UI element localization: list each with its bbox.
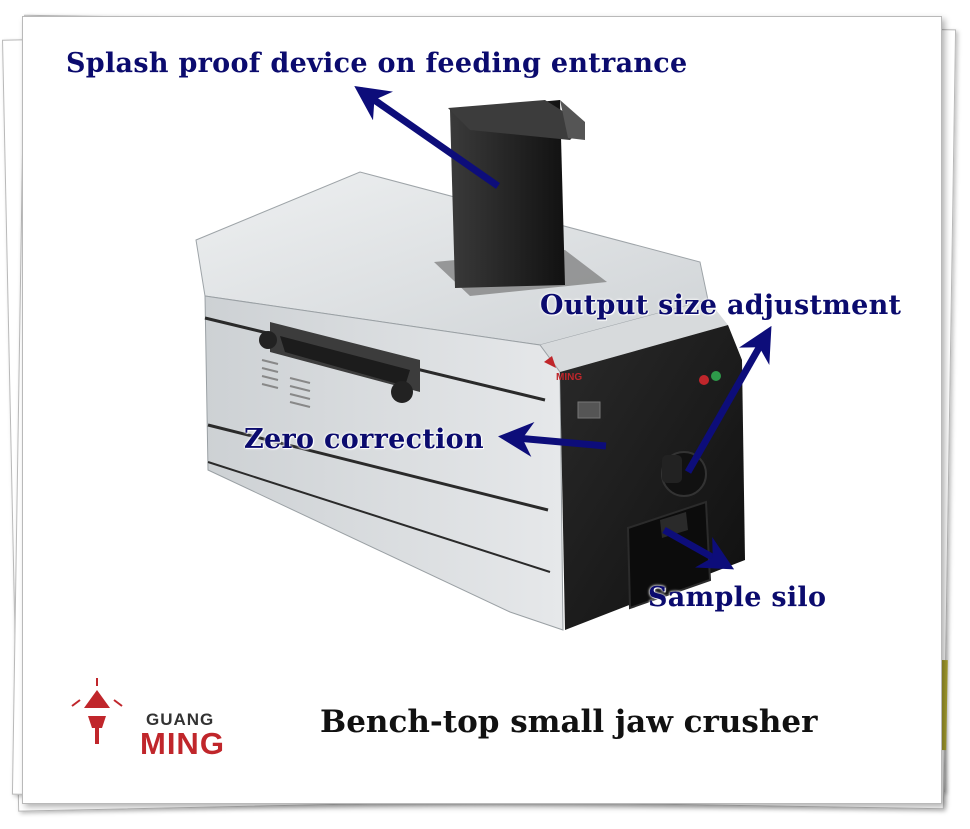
callout-output-size: Output size adjustment [540,290,902,321]
arrow-silo [662,526,735,570]
feed-hopper [434,100,607,296]
logo-text-ming: MING [140,726,225,761]
arrow-output [684,325,772,474]
carry-handle [259,322,420,403]
vent-grille [261,359,311,408]
arrow-zero [498,422,607,457]
device-badge: MING [556,372,582,383]
caption-title: Bench-top small jaw crusher [320,704,818,740]
logo-text-guang: GUANG [146,710,215,729]
callout-zero-correction: Zero correction [244,424,484,455]
arrow-splash [354,86,500,189]
red-button [699,375,709,385]
green-button [711,371,721,381]
display-window [577,401,601,419]
guangming-logo-mark [71,678,123,744]
callout-splash-proof: Splash proof device on feeding entrance [66,48,688,79]
callout-sample-silo: Sample silo [648,582,827,613]
